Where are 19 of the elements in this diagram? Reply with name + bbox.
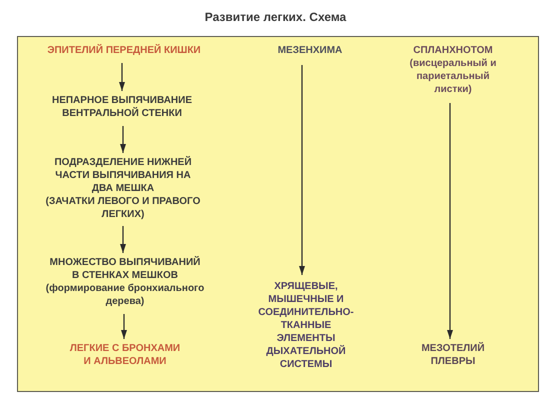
source-tissue-label: МЕЗЕНХИМА (276, 44, 344, 57)
arrow (121, 314, 127, 339)
result-label: ХРЯЩЕВЫЕ, МЫШЕЧНЫЕ И СОЕДИНИТЕЛЬНО-ТКАННЫЕ ЭЛЕМЕНТЫ ДЫХАТЕЛЬНОЙ СИСТЕМЫ (257, 280, 355, 371)
stage-label: ПОДРАЗДЕЛЕНИЕ НИЖНЕЙ ЧАСТИ ВЫПЯЧИВАНИЯ НА ДВА МЕШКА (53, 156, 193, 195)
result-label: МЕЗОТЕЛИЙ ПЛЕВРЫ (420, 342, 486, 368)
note-text: (висцеральный и париетальный листки) (408, 57, 498, 96)
arrow (447, 103, 453, 339)
arrow (119, 63, 125, 91)
result-label: ЛЕГКИЕ С БРОНХАМИ И АЛЬВЕОЛАМИ (68, 342, 182, 368)
stage-label: МНОЖЕСТВО ВЫПЯЧИВАНИЙ В СТЕНКАХ МЕШКОВ (48, 256, 202, 282)
source-tissue-label: ЭПИТЕЛИЙ ПЕРЕДНЕЙ КИШКИ (46, 44, 202, 57)
note-text: (ЗАЧАТКИ ЛЕВОГО И ПРАВОГО ЛЕГКИХ) (44, 195, 202, 221)
note-text: (формирование бронхиального дерева) (44, 282, 206, 308)
arrow (120, 126, 126, 153)
arrow (299, 65, 305, 275)
stage-label: НЕПАРНОЕ ВЫПЯЧИВАНИЕ ВЕНТРАЛЬНОЙ СТЕНКИ (50, 94, 194, 120)
arrow (120, 226, 126, 253)
diagram-title: Развитие легких. Схема (204, 9, 346, 25)
source-tissue-label: СПЛАНХНОТОМ (412, 44, 494, 57)
